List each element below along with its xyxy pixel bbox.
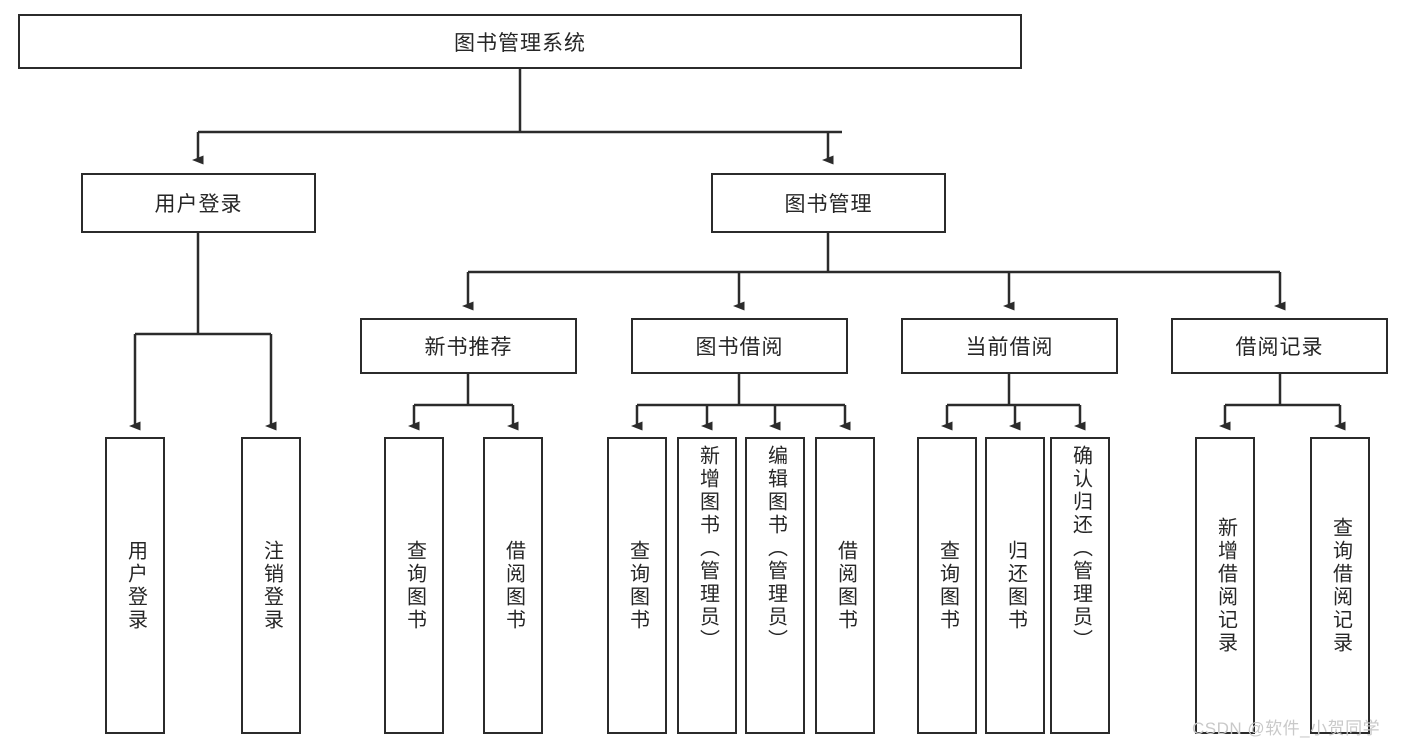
- leaf-recommend-query-book[interactable]: 查询图书: [384, 437, 444, 734]
- node-label: 编辑图书（管理员）: [764, 445, 787, 652]
- node-new-book-recommend[interactable]: 新书推荐: [360, 318, 577, 374]
- node-label: 查询借阅记录: [1329, 516, 1352, 655]
- node-label: 图书管理: [784, 193, 873, 216]
- node-label: 查询图书: [936, 539, 959, 632]
- leaf-current-confirm-return-admin[interactable]: 确认归还（管理员）: [1050, 437, 1110, 734]
- node-user-login[interactable]: 用户登录: [81, 173, 316, 233]
- leaf-borrow-edit-book-admin[interactable]: 编辑图书（管理员）: [745, 437, 805, 734]
- node-label: 查询图书: [626, 539, 649, 632]
- node-book-management[interactable]: 图书管理: [711, 173, 946, 233]
- leaf-borrow-query-book[interactable]: 查询图书: [607, 437, 667, 734]
- leaf-user-login-signout[interactable]: 注销登录: [241, 437, 301, 734]
- leaf-user-login-signin[interactable]: 用户登录: [105, 437, 165, 734]
- node-label: 当前借阅: [965, 336, 1054, 359]
- node-label: 新增借阅记录: [1214, 516, 1237, 655]
- node-label: 新书推荐: [424, 336, 513, 359]
- node-label: 查询图书: [403, 539, 426, 632]
- leaf-recommend-borrow-book[interactable]: 借阅图书: [483, 437, 543, 734]
- node-label: 用户登录: [154, 193, 243, 216]
- node-label: 归还图书: [1004, 539, 1027, 632]
- node-book-borrow[interactable]: 图书借阅: [631, 318, 848, 374]
- node-label: 确认归还（管理员）: [1069, 445, 1092, 652]
- leaf-current-return-book[interactable]: 归还图书: [985, 437, 1045, 734]
- leaf-current-query-book[interactable]: 查询图书: [917, 437, 977, 734]
- leaf-borrow-borrow-book[interactable]: 借阅图书: [815, 437, 875, 734]
- leaf-borrow-add-book-admin[interactable]: 新增图书（管理员）: [677, 437, 737, 734]
- node-label: 借阅图书: [834, 539, 857, 632]
- node-label: 注销登录: [260, 539, 283, 632]
- leaf-record-query-record[interactable]: 查询借阅记录: [1310, 437, 1370, 734]
- node-label: 新增图书（管理员）: [696, 445, 719, 652]
- node-label: 图书管理系统: [454, 31, 586, 55]
- node-label: 用户登录: [124, 539, 147, 632]
- node-label: 借阅记录: [1235, 336, 1324, 359]
- leaf-record-add-record[interactable]: 新增借阅记录: [1195, 437, 1255, 734]
- node-label: 借阅图书: [502, 539, 525, 632]
- csdn-watermark: CSDN @软件_小贺同学: [1192, 719, 1381, 738]
- node-label: 图书借阅: [695, 336, 784, 359]
- node-borrow-record[interactable]: 借阅记录: [1171, 318, 1388, 374]
- node-root-system[interactable]: 图书管理系统: [18, 14, 1022, 69]
- node-current-borrow[interactable]: 当前借阅: [901, 318, 1118, 374]
